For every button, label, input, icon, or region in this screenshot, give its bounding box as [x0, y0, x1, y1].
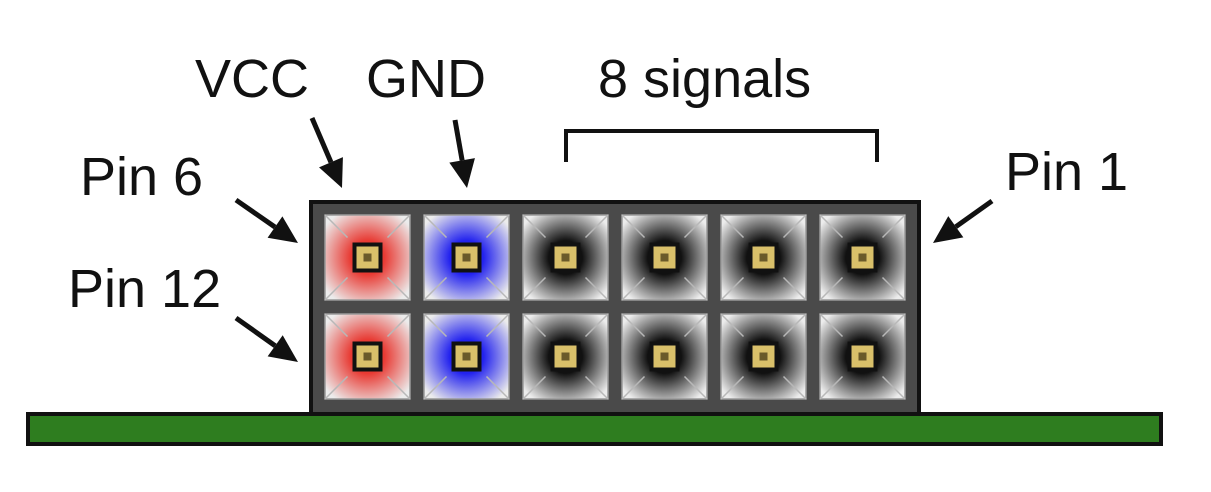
- vcc-arrow: [309, 117, 343, 188]
- pcb-board: [26, 412, 1163, 446]
- pin-socket-signal: [819, 214, 906, 301]
- pin6-label: Pin 6: [80, 147, 203, 207]
- pin-socket-signal: [621, 214, 708, 301]
- pin-socket-signal: [522, 214, 609, 301]
- pin-socket-signal: [522, 313, 609, 400]
- gnd-label: GND: [366, 49, 486, 109]
- gnd-arrow: [449, 119, 475, 188]
- pin1-arrow: [933, 198, 994, 243]
- header-housing: [309, 200, 921, 416]
- pin-socket-signal: [720, 214, 807, 301]
- pin-socket-signal: [621, 313, 708, 400]
- pin6-arrow: [234, 197, 298, 243]
- pin-socket-signal: [819, 313, 906, 400]
- signals-label: 8 signals: [598, 49, 811, 109]
- pin-socket-vcc: [324, 214, 411, 301]
- pin1-label: Pin 1: [1005, 142, 1128, 202]
- pin-socket-gnd: [423, 214, 510, 301]
- pin-socket-vcc: [324, 313, 411, 400]
- pin12-label: Pin 12: [68, 259, 221, 319]
- signals-bracket: [564, 129, 879, 162]
- arrows: [234, 117, 994, 362]
- pin-socket-signal: [720, 313, 807, 400]
- pin-grid: [324, 214, 906, 400]
- pin-socket-gnd: [423, 313, 510, 400]
- pin12-arrow: [234, 315, 298, 362]
- vcc-label: VCC: [195, 49, 309, 109]
